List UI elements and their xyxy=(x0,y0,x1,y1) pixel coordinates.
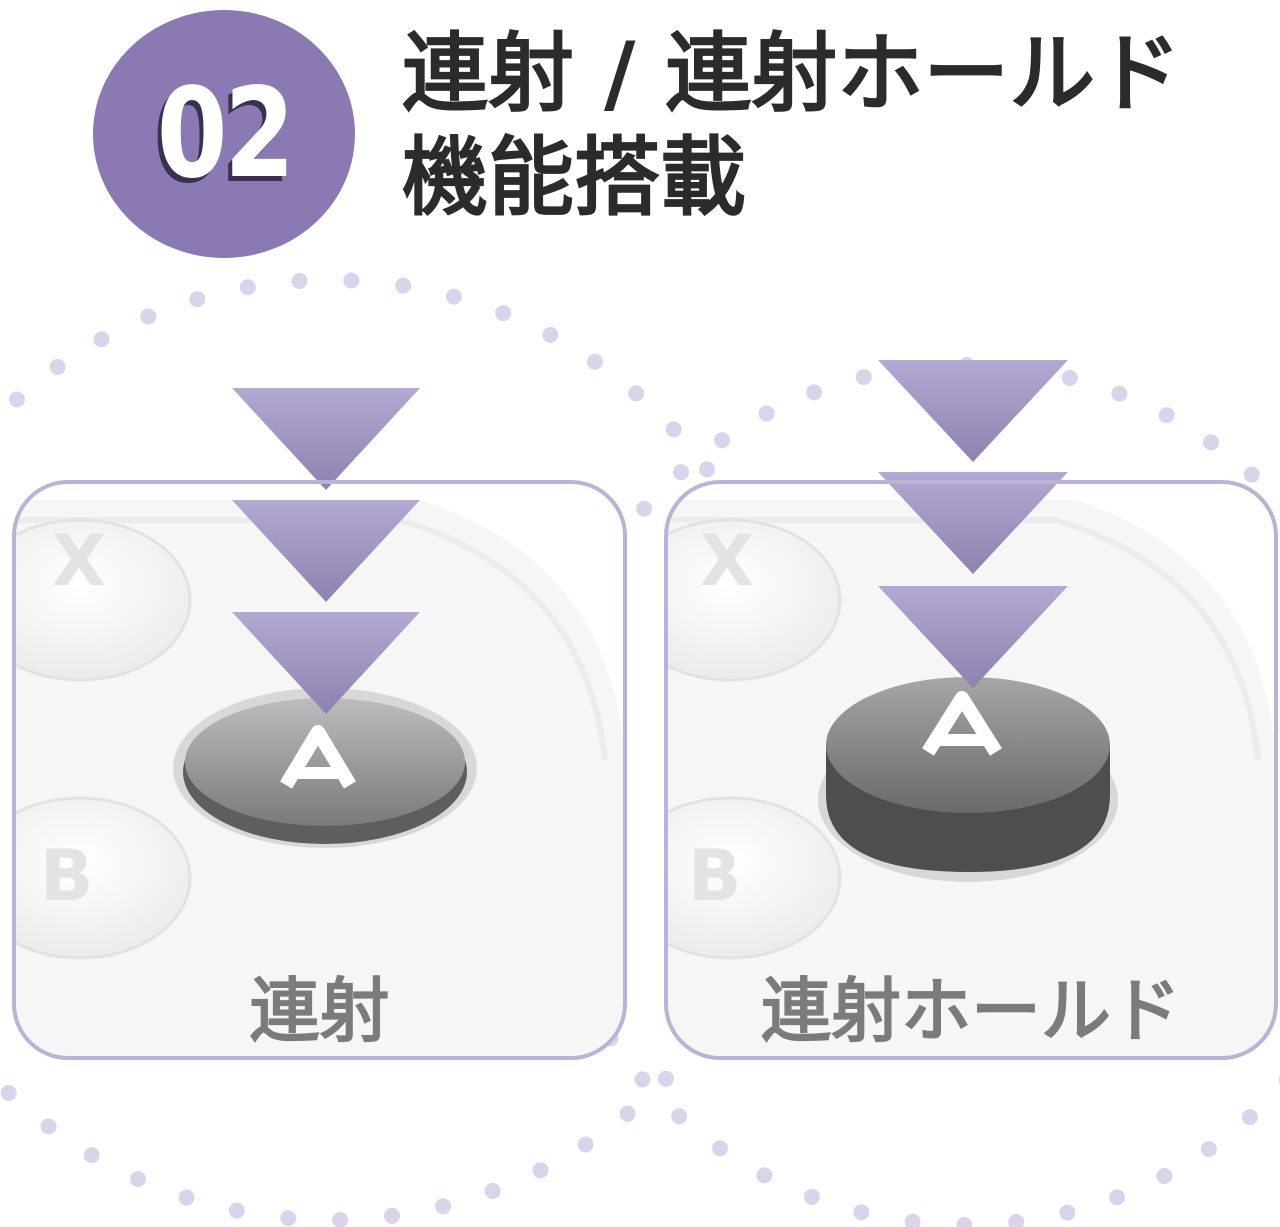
number-badge: 02 xyxy=(93,10,355,258)
headline-line-2: 機能搭載 xyxy=(402,128,746,228)
a-button-left xyxy=(280,725,356,789)
a-button-right xyxy=(922,691,1002,756)
arrow-down-icon xyxy=(232,388,420,490)
arrow-down-icon xyxy=(232,612,420,714)
caption-rapid-fire-hold: 連射ホールド xyxy=(761,970,1181,1052)
arrow-down-icon xyxy=(878,360,1068,462)
arrows-right xyxy=(878,360,1068,688)
svg-text:B: B xyxy=(688,835,741,917)
caption-rapid-fire: 連射 xyxy=(249,970,390,1052)
headline: 連射 / 連射ホールド 機能搭載 xyxy=(402,22,1181,230)
panel-rapid-fire xyxy=(12,480,627,1060)
svg-text:B: B xyxy=(40,835,93,917)
headline-line-1: 連射 / 連射ホールド xyxy=(402,24,1182,124)
badge-number: 02 xyxy=(156,62,295,206)
arrow-down-icon xyxy=(232,500,420,602)
panel-rapid-fire-hold xyxy=(664,480,1278,1060)
controller-right: X B xyxy=(666,482,1276,1058)
arrows-left xyxy=(232,388,420,714)
arrow-down-icon xyxy=(878,472,1068,574)
arrow-down-icon xyxy=(878,586,1068,688)
